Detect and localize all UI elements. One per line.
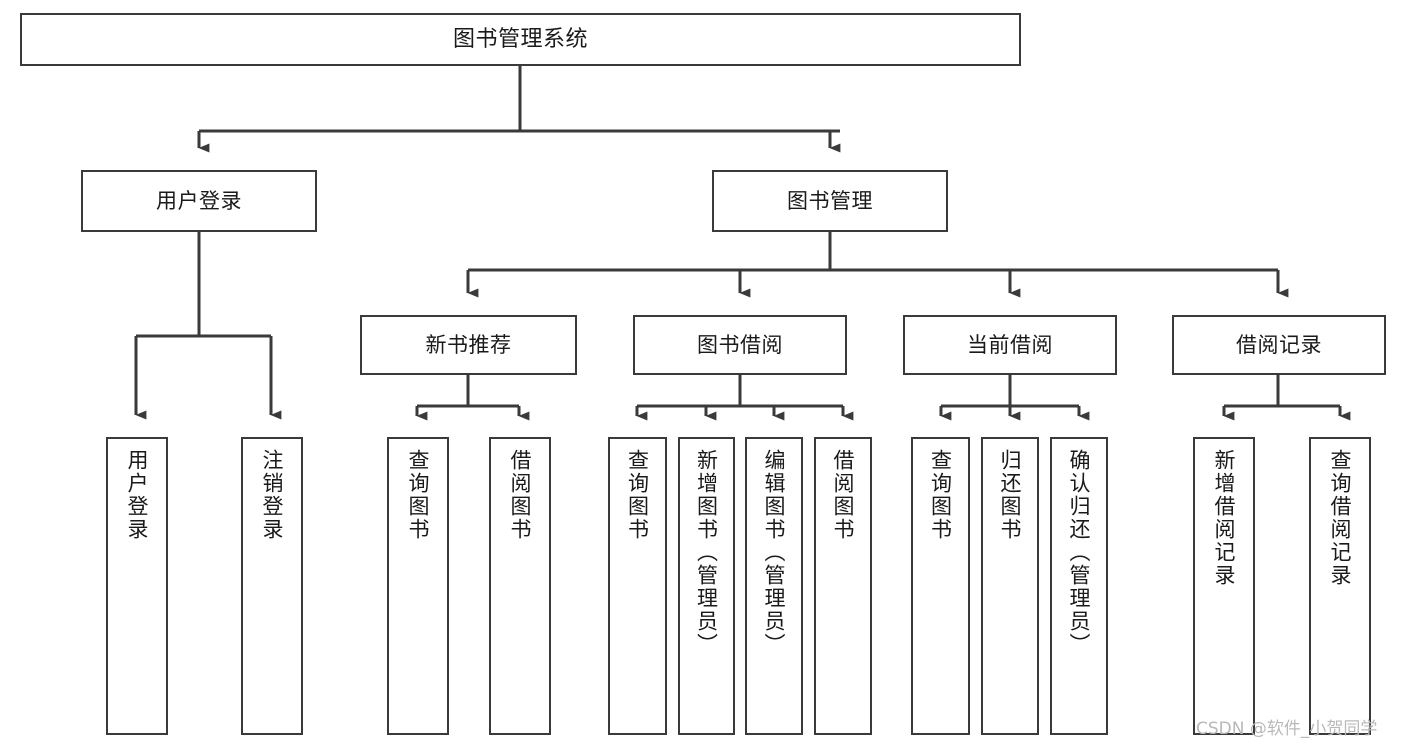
leaf-user-login[interactable]: 用户登录 [106,437,168,735]
leaf-edit-book-admin[interactable]: 编辑图书（管理员） [745,437,803,735]
leaf-query-book-a[interactable]: 查询图书 [387,437,449,735]
leaf-confirm-return-admin[interactable]: 确认归还（管理员） [1050,437,1108,735]
leaf-query-borrowing-record[interactable]: 查询借阅记录 [1309,437,1371,735]
leaf-query-book-a-label: 查询图书 [406,449,431,541]
node-book-management-label: 图书管理 [787,188,873,213]
leaf-return-book-label: 归还图书 [998,449,1023,541]
leaf-query-book-c[interactable]: 查询图书 [911,437,970,735]
leaf-borrow-book-a-label: 借阅图书 [508,449,533,541]
leaf-query-borrowing-record-label: 查询借阅记录 [1328,449,1353,587]
node-book-borrowing-label: 图书借阅 [697,332,783,357]
leaf-borrow-book-b[interactable]: 借阅图书 [814,437,872,735]
node-user-login[interactable]: 用户登录 [81,170,317,232]
leaf-edit-book-admin-label: 编辑图书（管理员） [762,449,787,656]
node-user-login-label: 用户登录 [156,188,242,213]
leaf-add-borrowing-record-label: 新增借阅记录 [1212,449,1237,587]
node-book-borrowing[interactable]: 图书借阅 [633,315,847,375]
leaf-query-book-b[interactable]: 查询图书 [608,437,667,735]
node-new-book-recommendation[interactable]: 新书推荐 [360,315,577,375]
node-borrowing-record[interactable]: 借阅记录 [1172,315,1386,375]
leaf-query-book-c-label: 查询图书 [928,449,953,541]
leaf-query-book-b-label: 查询图书 [625,449,650,541]
node-current-borrowing[interactable]: 当前借阅 [903,315,1117,375]
node-borrowing-record-label: 借阅记录 [1236,332,1322,357]
leaf-logout[interactable]: 注销登录 [241,437,303,735]
leaf-add-book-admin[interactable]: 新增图书（管理员） [678,437,735,735]
node-current-borrowing-label: 当前借阅 [967,332,1053,357]
leaf-user-login-label: 用户登录 [125,449,150,541]
leaf-borrow-book-a[interactable]: 借阅图书 [489,437,551,735]
leaf-return-book[interactable]: 归还图书 [981,437,1039,735]
node-root-label: 图书管理系统 [452,26,588,52]
leaf-confirm-return-admin-label: 确认归还（管理员） [1067,449,1092,656]
node-new-book-recommendation-label: 新书推荐 [425,332,512,357]
node-book-management[interactable]: 图书管理 [712,170,948,232]
leaf-borrow-book-b-label: 借阅图书 [831,449,856,541]
node-root-book-management-system[interactable]: 图书管理系统 [20,13,1021,66]
leaf-add-borrowing-record[interactable]: 新增借阅记录 [1193,437,1255,735]
csdn-watermark: CSDN @软件_小贺同学 [1196,719,1378,739]
leaf-logout-label: 注销登录 [260,449,285,541]
leaf-add-book-admin-label: 新增图书（管理员） [694,449,719,656]
